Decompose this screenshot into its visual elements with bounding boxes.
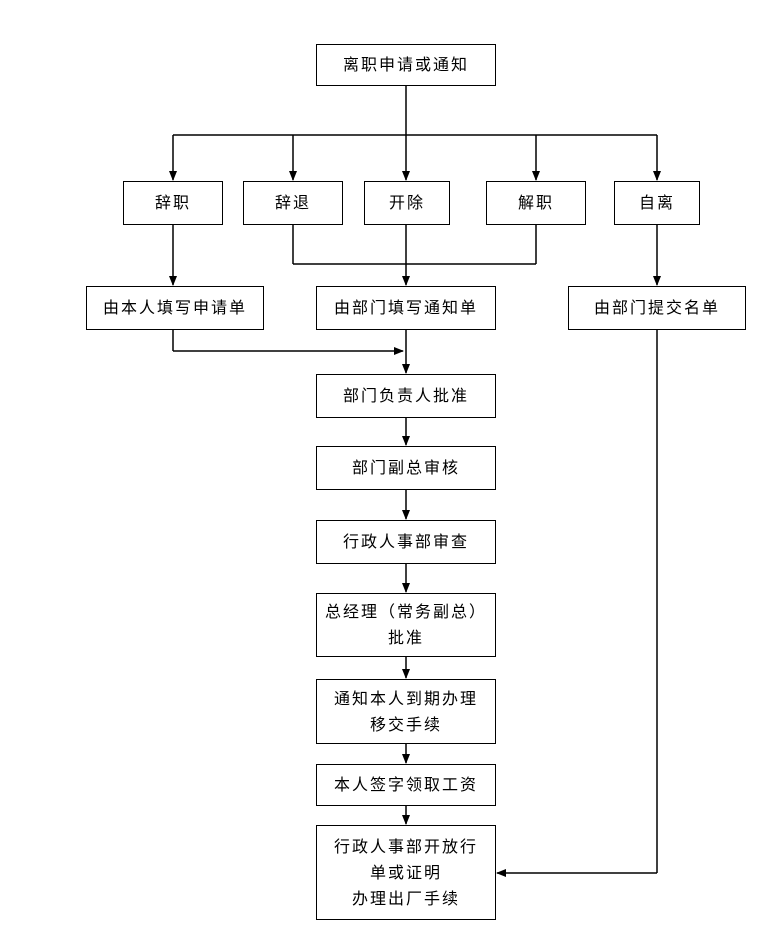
node-dept-head-approval: 部门负责人批准 (316, 374, 496, 418)
node-terminate: 解职 (486, 181, 586, 225)
node-dept-head-approval-label: 部门负责人批准 (342, 386, 469, 405)
node-dept-notice-form: 由部门填写通知单 (316, 286, 496, 330)
node-resign: 辞职 (123, 181, 223, 225)
node-self-leave-label: 自离 (638, 193, 675, 212)
node-notify-handover-line2: 移交手续 (369, 714, 442, 734)
node-dept-submit-list: 由部门提交名单 (568, 286, 746, 330)
node-self-leave: 自离 (614, 181, 700, 225)
node-hr-inspection: 行政人事部审查 (316, 520, 496, 564)
node-gm-approval: 总经理（常务副总） 批准 (316, 593, 496, 657)
node-sign-collect-salary: 本人签字领取工资 (316, 764, 496, 806)
node-sign-collect-salary-label: 本人签字领取工资 (333, 775, 478, 794)
node-hr-release-exit: 行政人事部开放行 单或证明 办理出厂手续 (316, 825, 496, 920)
node-dismiss-label: 辞退 (274, 193, 311, 212)
node-hr-release-exit-line2: 单或证明 (369, 862, 442, 882)
node-terminate-label: 解职 (517, 193, 554, 212)
node-hr-release-exit-line3: 办理出厂手续 (351, 888, 460, 908)
node-self-application-form-label: 由本人填写申请单 (102, 298, 247, 317)
node-self-application-form: 由本人填写申请单 (86, 286, 264, 330)
node-notify-handover-line1: 通知本人到期办理 (333, 688, 478, 708)
node-dept-notice-form-label: 由部门填写通知单 (333, 298, 478, 317)
node-gm-approval-line1: 总经理（常务副总） (324, 602, 487, 621)
node-expel-label: 开除 (388, 193, 425, 212)
node-hr-release-exit-line1: 行政人事部开放行 (333, 836, 478, 856)
node-notify-handover: 通知本人到期办理 移交手续 (316, 679, 496, 744)
node-dept-submit-list-label: 由部门提交名单 (593, 298, 720, 317)
node-dismiss: 辞退 (243, 181, 343, 225)
node-gm-approval-line2: 批准 (387, 628, 424, 647)
node-resignation-request-label: 离职申请或通知 (342, 55, 469, 74)
node-expel: 开除 (364, 181, 450, 225)
node-deputy-gm-review-label: 部门副总审核 (351, 458, 460, 477)
node-hr-inspection-label: 行政人事部审查 (342, 532, 469, 551)
node-resignation-request: 离职申请或通知 (316, 44, 496, 86)
node-deputy-gm-review: 部门副总审核 (316, 446, 496, 490)
node-resign-label: 辞职 (154, 193, 191, 212)
